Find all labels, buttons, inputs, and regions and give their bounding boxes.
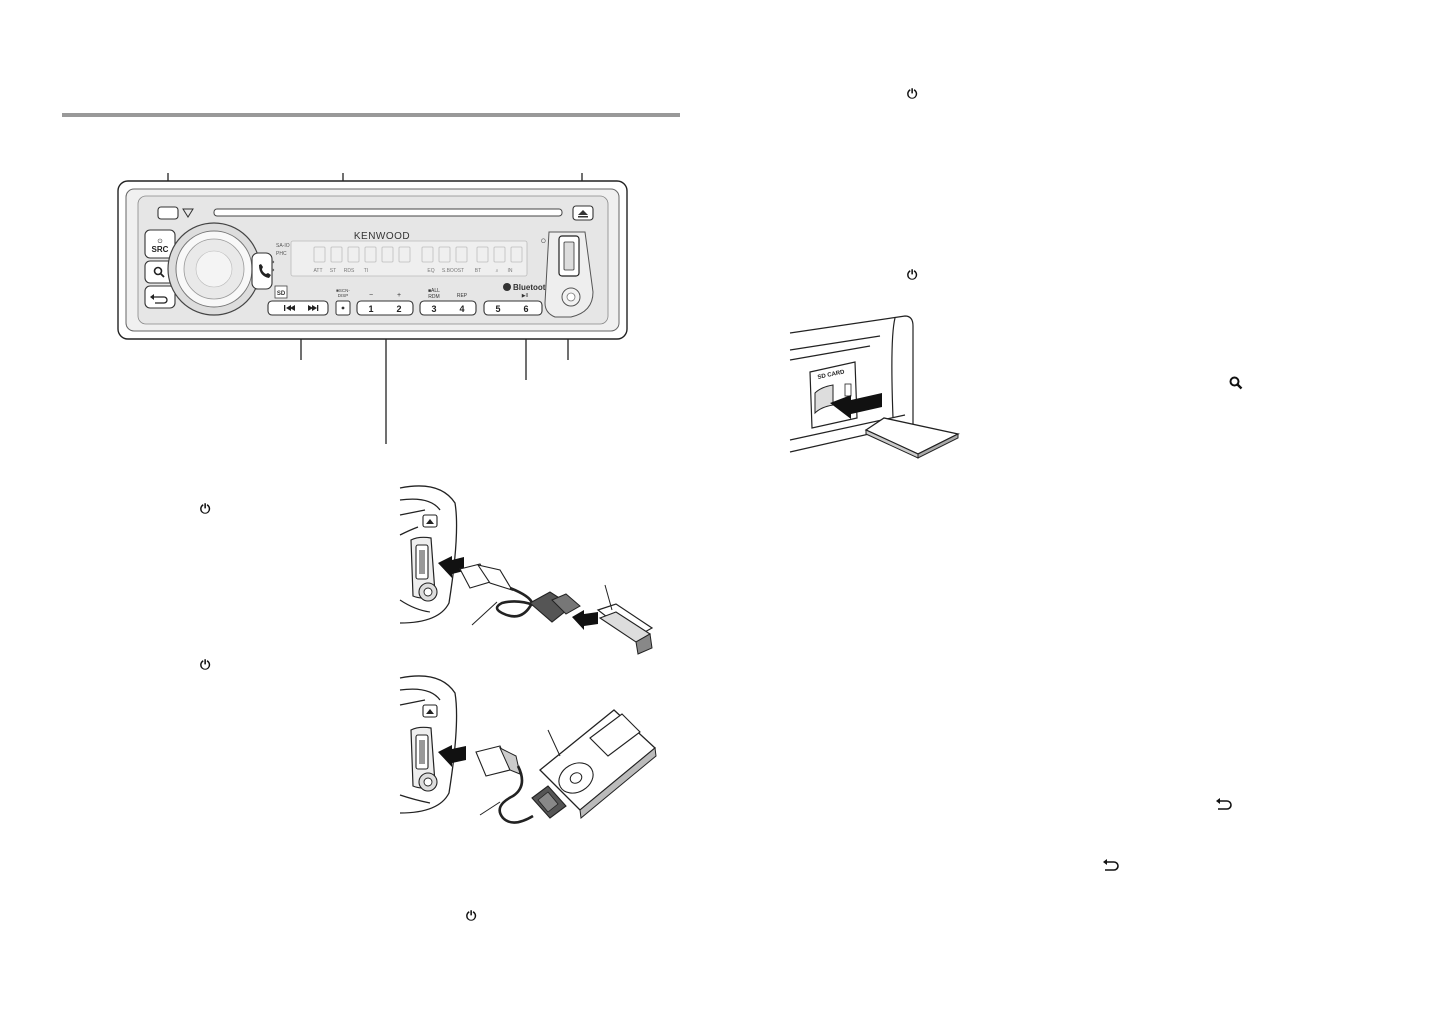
display-indicator: IN	[508, 268, 513, 274]
display-segment-cell	[364, 246, 377, 263]
scn-disp-label: ■SCN‐	[336, 288, 350, 293]
preset-2: 2	[396, 304, 401, 314]
display-segment-cell	[381, 246, 394, 263]
side-label-1: PHC	[276, 251, 287, 257]
preset-4: 4	[459, 304, 464, 314]
brand-logo: KENWOOD	[354, 231, 410, 242]
scn-disp-label-2: DISP	[338, 293, 349, 298]
side-label-0: SA-IO	[276, 243, 290, 249]
power-icon: ⏻	[200, 502, 211, 517]
sd-logo: SD	[277, 291, 286, 297]
insert-arrow	[830, 393, 882, 419]
detach-button	[157, 206, 179, 220]
display-segment-cell	[438, 246, 451, 263]
all-rdm-label-2: RDM	[428, 294, 439, 300]
display-indicator: ⌕	[496, 268, 499, 274]
preset-3: 3	[431, 304, 436, 314]
preset-1-2-button	[356, 300, 414, 316]
section-rule	[62, 113, 680, 117]
display-segment-cell	[330, 246, 343, 263]
display-segment-cell	[510, 246, 523, 263]
bluetooth-label: Bluetooth	[513, 283, 550, 292]
all-rdm-label: ■ALL	[428, 288, 440, 294]
plus-label: +	[397, 292, 401, 299]
preset-5: 5	[495, 304, 500, 314]
display-indicator: BT	[475, 268, 481, 274]
display-indicator: EQ	[427, 268, 434, 274]
power-icon: ⏻	[907, 268, 918, 283]
display-segment-cell	[421, 246, 434, 263]
display-segment-cell	[455, 246, 468, 263]
display-segment-cell	[493, 246, 506, 263]
preset-5-6-button	[483, 300, 543, 316]
display-indicator: S.BOOST	[442, 268, 464, 274]
play-pause-label: ▶II	[522, 293, 529, 299]
display-segment-cell	[398, 246, 411, 263]
src-label: SRC	[152, 245, 169, 254]
preset-1: 1	[368, 304, 373, 314]
power-icon: ⏻	[200, 658, 211, 673]
power-icon: ⏻	[907, 87, 918, 102]
svg-text:⭘: ⭘	[541, 238, 546, 245]
power-icon: ⏻	[466, 909, 477, 924]
display-indicator: ATT	[313, 268, 322, 274]
rep-label: REP	[457, 293, 468, 299]
display-segment-cell	[313, 246, 326, 263]
preset-3-4-button	[419, 300, 477, 316]
preset-6: 6	[523, 304, 528, 314]
display-indicator: TI	[364, 268, 368, 274]
display-segment-cell	[347, 246, 360, 263]
display-indicator: RDS	[344, 268, 355, 274]
search-icon	[1229, 376, 1243, 390]
back-icon	[1103, 859, 1119, 871]
src-power-glyph: ⏻	[158, 238, 163, 245]
back-icon	[1216, 798, 1232, 810]
display-segment-cell	[476, 246, 489, 263]
prev-next-button	[267, 300, 329, 316]
display-indicator: ST	[330, 268, 336, 274]
minus-label: −	[369, 292, 373, 299]
sd-card-slot-label: SD CARD	[817, 369, 846, 381]
